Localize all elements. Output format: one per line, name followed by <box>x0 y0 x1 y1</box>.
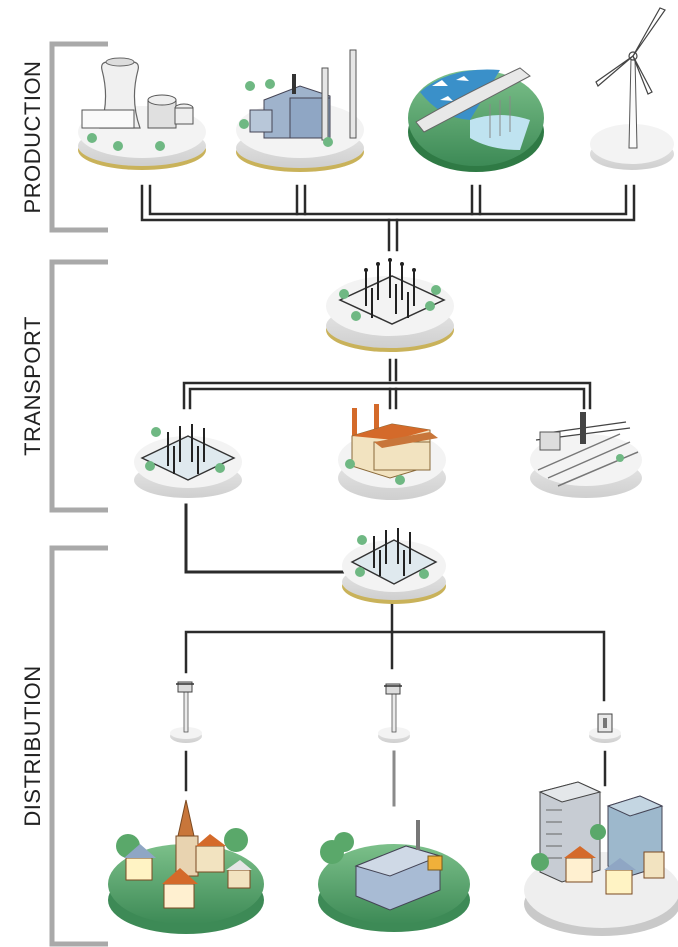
distribution-bracket <box>49 545 108 947</box>
distribution-substation <box>342 528 446 604</box>
transport-bracket <box>49 259 108 513</box>
nuclear-plant <box>78 57 206 170</box>
distribution-bus <box>184 600 607 807</box>
transport-bus <box>182 358 592 410</box>
hydro-dam <box>408 67 544 172</box>
section-label-transport: TRANSPORT <box>20 316 45 456</box>
industrial-area <box>318 820 470 932</box>
village <box>108 799 264 934</box>
cabinet-transformer <box>589 713 621 743</box>
substation <box>134 424 242 498</box>
city <box>524 781 678 936</box>
railway-substation <box>530 412 642 498</box>
pole-transformer <box>378 683 410 743</box>
production-bracket <box>49 41 108 233</box>
production-bus <box>140 184 636 252</box>
main-substation <box>326 258 454 352</box>
wires <box>140 184 636 807</box>
section-label-production: PRODUCTION <box>20 61 45 214</box>
wind-turbine <box>590 7 674 170</box>
thermal-plant <box>236 49 364 172</box>
section-label-distribution: DISTRIBUTION <box>20 665 45 826</box>
industrial-plant <box>338 404 446 500</box>
substation-link <box>184 503 354 574</box>
pole-transformer <box>170 681 202 743</box>
